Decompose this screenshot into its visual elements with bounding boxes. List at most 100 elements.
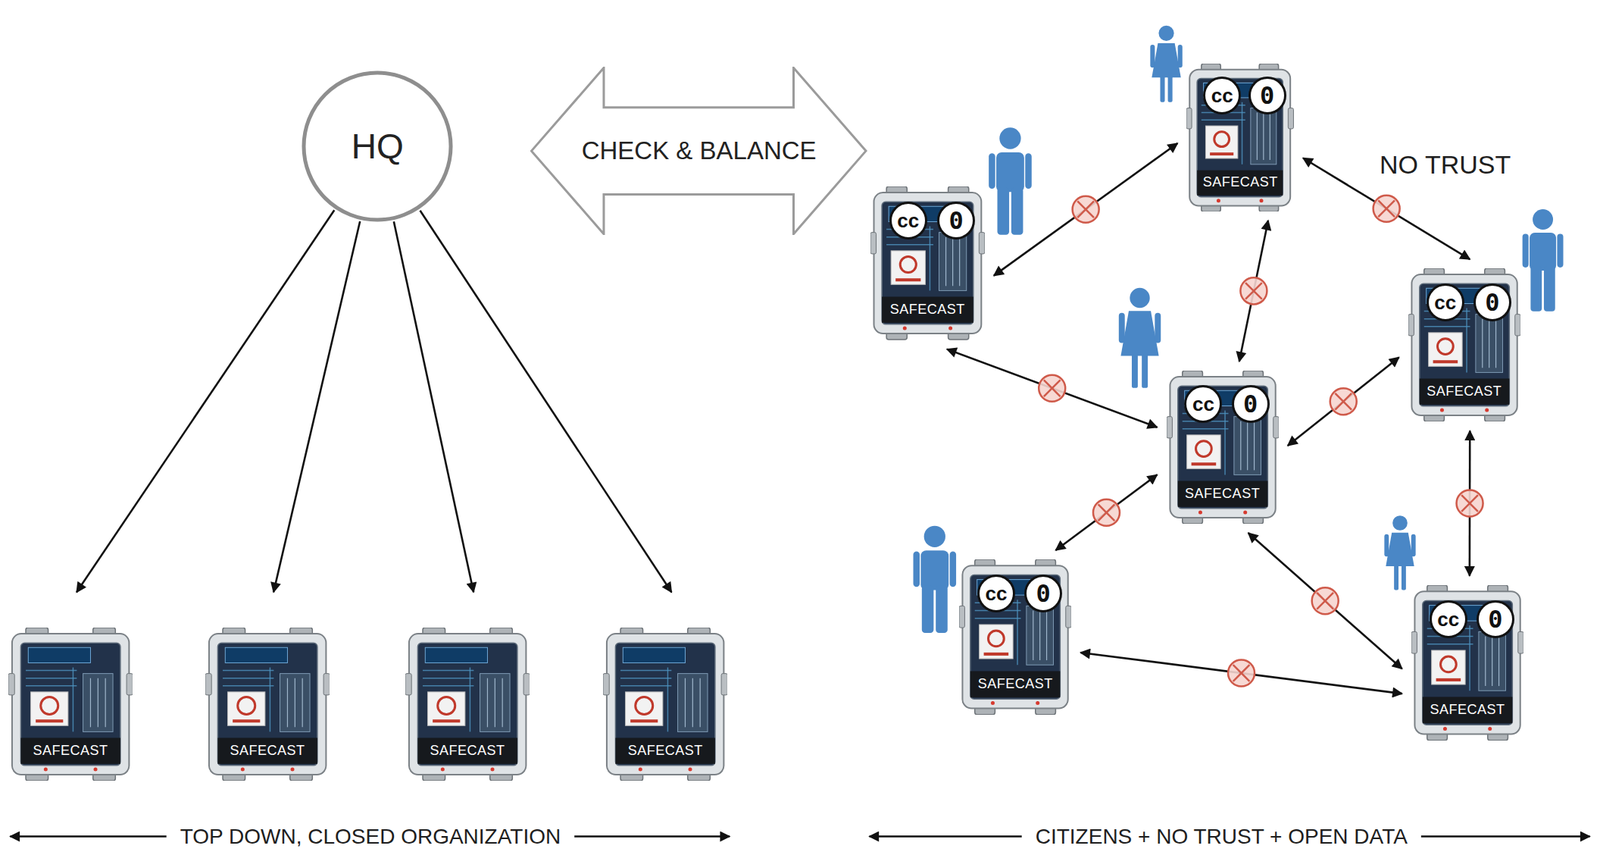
person-leg xyxy=(1168,75,1173,102)
brand-label: SAFECAST xyxy=(1426,383,1502,399)
award-logo-bar xyxy=(432,719,460,723)
sensor-module xyxy=(1233,416,1261,475)
award-logo xyxy=(30,691,68,725)
module-stripe xyxy=(692,678,694,728)
led-dot xyxy=(1487,726,1492,731)
award-logo-ring xyxy=(635,696,654,715)
peer-arrow xyxy=(1239,220,1269,362)
award-logo xyxy=(625,691,663,725)
license-badge: 0 xyxy=(937,201,975,240)
led-dot xyxy=(440,767,445,772)
brand-label: SAFECAST xyxy=(1184,485,1260,501)
award-logo xyxy=(427,691,465,725)
cross-stroke xyxy=(1316,592,1334,610)
license-badge: cc xyxy=(1429,600,1468,638)
safecast-device: SAFECAST xyxy=(405,627,530,781)
award-logo-ring xyxy=(1214,131,1230,147)
module-stripe xyxy=(1495,318,1497,369)
person-leg xyxy=(996,187,1010,235)
brand-band xyxy=(881,296,974,323)
note-label: NO TRUST xyxy=(1379,150,1511,180)
award-logo-ring xyxy=(1195,440,1212,457)
circuit-trace xyxy=(222,684,274,687)
module-stripe xyxy=(501,678,503,728)
cross-ring xyxy=(1038,375,1066,402)
person-leg xyxy=(1543,266,1556,312)
led-dot xyxy=(240,767,245,772)
person-arm xyxy=(1154,312,1161,344)
person-torso xyxy=(920,550,949,590)
person-head xyxy=(924,525,946,547)
circuit-trace xyxy=(667,667,669,732)
led-dot xyxy=(1216,198,1221,203)
person-arm xyxy=(950,551,957,588)
double-arrow-outline xyxy=(531,67,866,234)
circuit-board xyxy=(615,643,715,766)
circuit-trace xyxy=(1016,599,1019,665)
person-arm xyxy=(1150,44,1155,68)
safecast-device: cc0SAFECAST xyxy=(870,186,985,340)
person-torso xyxy=(1529,232,1557,271)
award-logo-bar xyxy=(1432,359,1458,363)
command-arrow xyxy=(273,221,360,592)
device-case xyxy=(962,565,1069,708)
sensor-module xyxy=(938,232,966,291)
sensor-module xyxy=(479,673,510,732)
circuit-trace xyxy=(422,677,474,679)
led-dot xyxy=(638,767,643,772)
award-logo-bar xyxy=(232,719,260,723)
module-stripe xyxy=(1269,112,1271,160)
circuit-trace xyxy=(1465,308,1468,373)
person-arm xyxy=(913,551,920,588)
brand-label: SAFECAST xyxy=(890,301,966,317)
person-head xyxy=(1129,287,1150,308)
person-torso xyxy=(996,152,1025,192)
person-head xyxy=(1532,209,1554,230)
peer-arrow xyxy=(946,349,1157,428)
no-trust-mark xyxy=(1373,195,1400,222)
award-logo xyxy=(1428,332,1462,366)
no-trust-mark xyxy=(1312,587,1339,614)
lcd-display xyxy=(425,647,488,663)
module-stripe xyxy=(1491,635,1493,686)
award-logo xyxy=(1431,650,1465,685)
license-badge: cc xyxy=(1184,384,1222,423)
module-stripe xyxy=(1246,421,1248,471)
command-arrow xyxy=(420,210,672,592)
sensor-module xyxy=(279,673,310,732)
case-latch xyxy=(1065,606,1072,629)
range-arrow xyxy=(1421,834,1591,838)
award-logo-ring xyxy=(900,256,916,273)
led-dot xyxy=(948,326,953,331)
device-case xyxy=(873,193,982,335)
case-latch xyxy=(978,232,985,254)
man-icon xyxy=(1522,209,1564,312)
check-balance-arrow: CHECK & BALANCE xyxy=(530,66,867,235)
axis-caption: CITIZENS + NO TRUST + OPEN DATA xyxy=(1035,824,1408,848)
brand-label: SAFECAST xyxy=(229,742,305,758)
module-stripe xyxy=(293,678,295,728)
case-latch xyxy=(1272,416,1279,438)
person-head xyxy=(999,127,1021,149)
sensor-module xyxy=(1475,314,1504,373)
case-latch xyxy=(1518,631,1524,654)
person-arm xyxy=(1178,44,1183,68)
case-latch xyxy=(870,232,877,254)
circuit-trace xyxy=(25,669,77,672)
module-stripe xyxy=(945,237,947,287)
cross-stroke xyxy=(1233,664,1250,682)
person-arm xyxy=(1025,153,1032,189)
license-badge: 0 xyxy=(1024,574,1063,613)
circuit-board xyxy=(20,643,120,766)
cross-stroke xyxy=(1077,200,1094,218)
cross-stroke xyxy=(1461,494,1479,512)
award-logo-bar xyxy=(984,652,1010,656)
case-latch xyxy=(205,673,212,695)
device-case xyxy=(209,633,326,775)
brand-label: SAFECAST xyxy=(1429,701,1505,717)
lcd-display xyxy=(225,647,288,663)
device-case xyxy=(606,633,724,775)
award-logo-bar xyxy=(630,719,658,723)
sensor-module xyxy=(1478,631,1507,691)
award-logo-bar xyxy=(35,719,63,723)
